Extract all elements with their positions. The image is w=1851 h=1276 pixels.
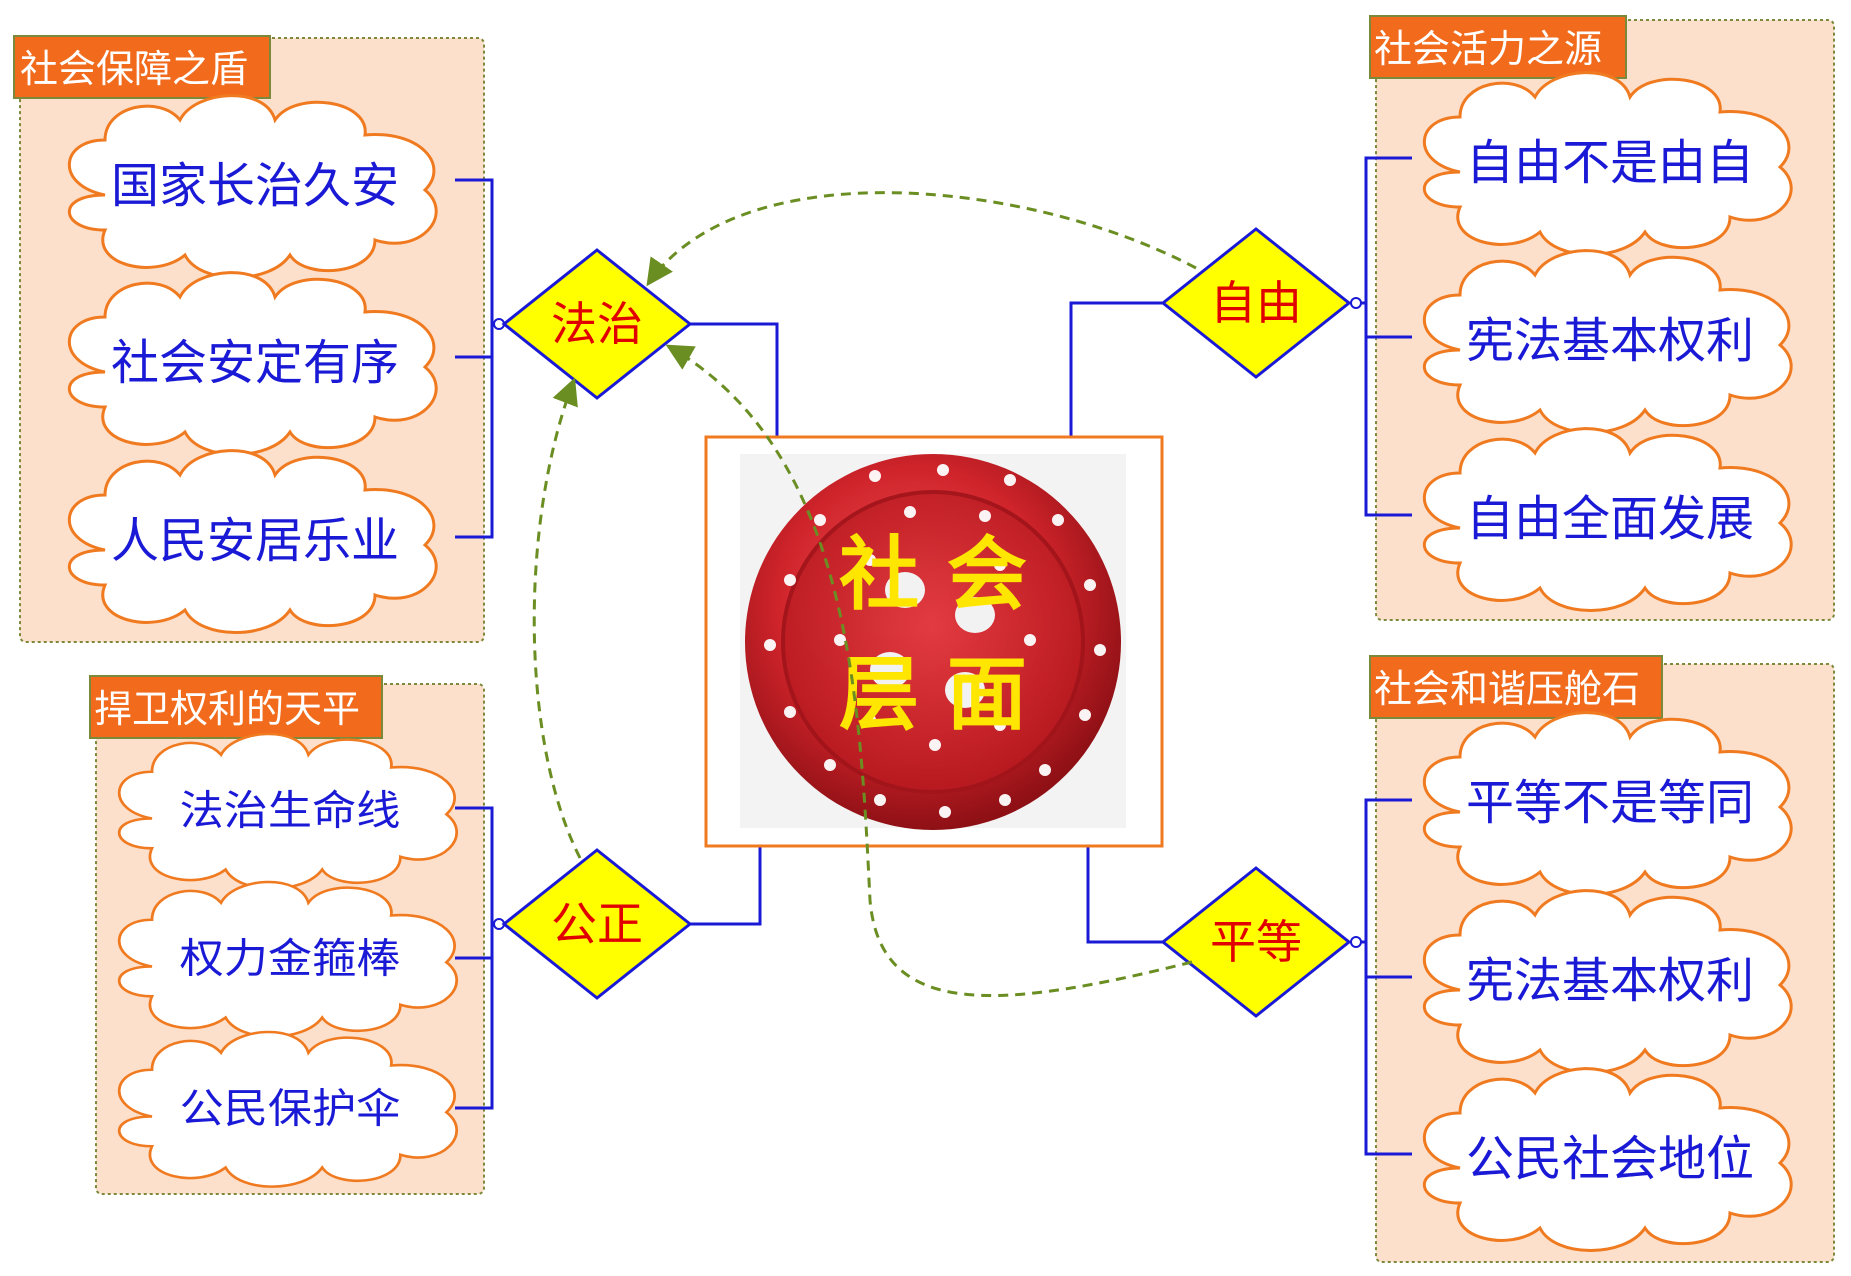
cloud-label: 权力金箍棒 <box>180 936 401 983</box>
cloud-item: 宪法基本权利 <box>1422 889 1793 1074</box>
center-node: 社 会 层 面 <box>704 435 1164 848</box>
cloud-item: 法治生命线 <box>117 732 459 891</box>
red-button-image <box>745 454 1121 830</box>
cloud-item: 自由不是由自 <box>1422 71 1793 256</box>
diamond-label: 公正 <box>551 897 643 951</box>
center-title-line2: 层 面 <box>839 648 1027 741</box>
cloud-item: 权力金箍棒 <box>117 880 459 1039</box>
cloud-label: 法治生命线 <box>180 788 401 835</box>
diamond-label: 法治 <box>551 297 643 351</box>
cloud-item: 公民保护伞 <box>117 1030 459 1189</box>
diamond-fazhi: 法治 <box>501 248 693 400</box>
cloud-item: 平等不是等同 <box>1422 711 1793 896</box>
cloud-item: 公民社会地位 <box>1422 1067 1793 1252</box>
panel-title-bg <box>1369 655 1663 719</box>
diamond-pingdeng: 平等 <box>1160 866 1352 1018</box>
arrow-gongzheng-to-fazhi <box>532 377 582 859</box>
arrow-ziyou-to-fazhi <box>646 191 1197 287</box>
cloud-label: 公民社会地位 <box>1466 1131 1754 1187</box>
panel-title-bg <box>89 675 383 739</box>
cloud-item: 国家长治久安 <box>67 94 438 279</box>
panel-title: 社会和谐压舱石 <box>1374 667 1640 711</box>
cloud-label: 国家长治久安 <box>111 158 399 214</box>
cloud-label: 平等不是等同 <box>1466 775 1754 831</box>
cloud-label: 人民安居乐业 <box>111 513 399 569</box>
panel-title: 捍卫权利的天平 <box>94 687 360 731</box>
cloud-label: 宪法基本权利 <box>1466 313 1754 369</box>
cloud-label: 自由不是由自 <box>1466 135 1754 191</box>
cloud-item: 自由全面发展 <box>1422 427 1793 612</box>
panel-title: 社会活力之源 <box>1374 27 1602 71</box>
arrow-pingdeng-to-fazhi <box>665 344 1193 998</box>
cloud-item: 社会安定有序 <box>67 271 438 456</box>
cloud-label: 宪法基本权利 <box>1466 953 1754 1009</box>
center-title-line1: 社 会 <box>839 528 1027 621</box>
cloud-label: 公民保护伞 <box>180 1086 401 1133</box>
diamond-label: 自由 <box>1210 276 1302 330</box>
panel-title-bg <box>13 35 271 99</box>
diamond-ziyou: 自由 <box>1160 227 1352 379</box>
diamond-gongzheng: 公正 <box>501 848 693 1000</box>
cloud-item: 宪法基本权利 <box>1422 249 1793 434</box>
connectors <box>455 156 1412 1156</box>
diamond-label: 平等 <box>1210 915 1302 969</box>
panel-title-bg <box>1369 15 1627 79</box>
relation-arrows <box>532 191 1197 998</box>
cloud-label: 社会安定有序 <box>111 335 399 391</box>
cloud-label: 自由全面发展 <box>1466 491 1754 547</box>
panel-title: 社会保障之盾 <box>20 47 248 91</box>
cloud-item: 人民安居乐业 <box>67 449 438 634</box>
